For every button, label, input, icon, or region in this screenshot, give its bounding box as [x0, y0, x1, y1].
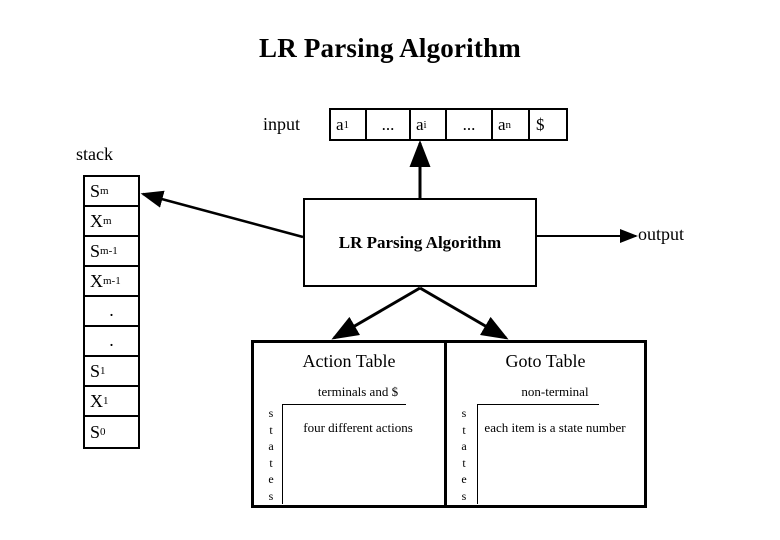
tape-cell-base: a — [498, 114, 506, 134]
stack-cell-base: . — [109, 330, 114, 350]
tape-cell-subscript: i — [423, 118, 427, 131]
stack-cell-subscript: m-1 — [103, 275, 121, 287]
stack-arrow — [140, 190, 304, 239]
stack-cell-ellipsis: . — [85, 327, 138, 357]
algorithm-box: LR Parsing Algorithm — [303, 198, 537, 287]
stack-cell-base: S — [90, 240, 101, 261]
goto-table-column-header: non-terminal — [521, 384, 589, 399]
action-table-inner-rule-vertical — [282, 404, 283, 504]
algorithm-box-label: LR Parsing Algorithm — [338, 232, 502, 252]
goto-table-inner-rule-horizontal — [477, 404, 599, 405]
stack-cell-base: S — [90, 180, 101, 201]
stack-cell-ellipsis: . — [85, 297, 138, 327]
action-table-cell-note: four different actions — [303, 420, 413, 435]
action-table-arrow — [331, 286, 421, 340]
tape-cell-base: a — [416, 114, 424, 134]
stack-cell-subscript: 1 — [100, 365, 106, 377]
goto-table-title: Goto Table — [505, 351, 586, 371]
goto-table-inner-rule-vertical — [477, 404, 478, 504]
stack-cell-subscript: m — [103, 215, 112, 227]
stack-cell-base: S — [90, 421, 101, 442]
output-label: output — [638, 224, 685, 244]
stack-label: stack — [76, 144, 113, 164]
input-label: input — [263, 114, 301, 134]
action-table-column-header: terminals and $ — [317, 384, 399, 399]
goto-table-arrow — [419, 286, 509, 340]
input-tape-cell-eof: $ — [530, 110, 566, 139]
stack-cell-base: X — [90, 390, 103, 411]
tape-cell-subscript: n — [505, 118, 512, 131]
stack-cell-base: X — [90, 210, 103, 231]
stack-cell-subscript: m-1 — [100, 245, 118, 257]
stack-cell-subscript: 0 — [100, 426, 106, 438]
tape-cell-base: $ — [536, 114, 545, 134]
stack-cell-base: S — [90, 360, 101, 381]
input-tape-cell: ... — [447, 110, 493, 139]
tape-cell-base: a — [336, 114, 344, 134]
page-title: LR Parsing Algorithm — [258, 33, 521, 63]
stack-cell-subscript: m — [100, 185, 109, 197]
tape-cell-subscript: 1 — [343, 118, 350, 131]
action-table-inner-rule-horizontal — [282, 404, 406, 405]
stack-cell-base: . — [109, 300, 114, 320]
tape-cell-base: ... — [381, 114, 395, 134]
tape-cell-base: ... — [462, 114, 476, 134]
goto-table-cell-note: each item is a state number — [484, 420, 626, 435]
action-table-title: Action Table — [302, 351, 396, 371]
stack-cell-base: X — [90, 270, 103, 291]
stack-cell-subscript: 1 — [103, 395, 109, 407]
input-tape-cell: ... — [367, 110, 411, 139]
